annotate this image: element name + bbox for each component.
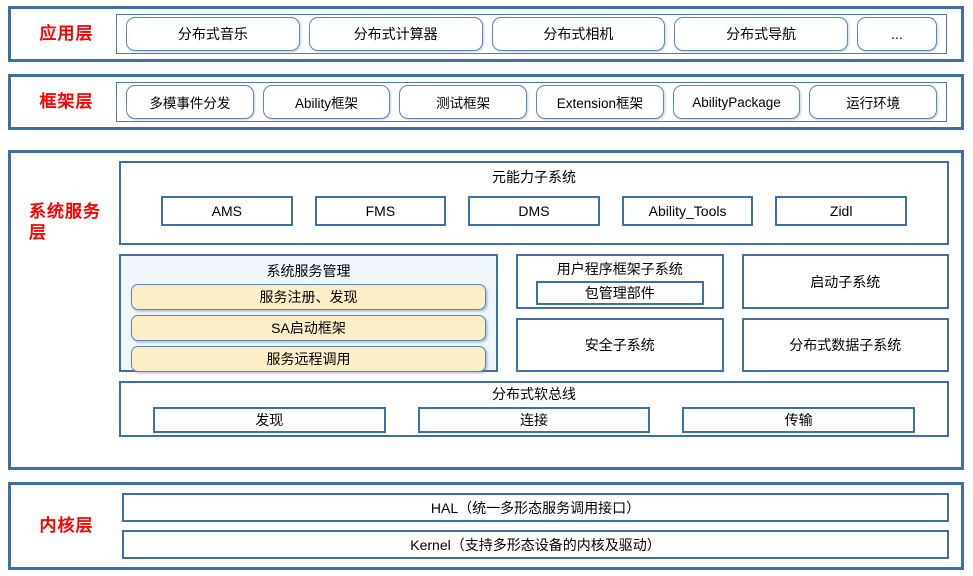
framework-item-label: Extension框架	[556, 96, 643, 111]
security-subsystem-box[interactable]: 安全子系统	[516, 318, 724, 372]
meta-ability-items-container: AMS FMS DMS Ability_Tools Zidl	[121, 186, 947, 226]
soft-bus-item-connection[interactable]: 连接	[417, 406, 651, 433]
layer-label-system-service: 系统服务层	[29, 202, 101, 243]
distributed-soft-bus-title: 分布式软总线	[492, 386, 576, 402]
system-service-mgmt-item-remote-invocation[interactable]: 服务远程调用	[131, 346, 486, 372]
meta-ability-item-fms[interactable]: FMS	[314, 195, 447, 226]
framework-item-label: Ability框架	[295, 96, 359, 111]
package-management-component-label: 包管理部件	[584, 285, 655, 301]
soft-bus-item-label: 连接	[520, 411, 548, 428]
meta-ability-item-ability-tools[interactable]: Ability_Tools	[621, 195, 754, 226]
system-service-mgmt-item-label: 服务注册、发现	[259, 289, 358, 305]
soft-bus-item-discovery[interactable]: 发现	[153, 406, 386, 433]
app-item-label: 分布式计算器	[353, 26, 438, 42]
framework-item-label: AbilityPackage	[692, 94, 781, 110]
meta-ability-item-zidl[interactable]: Zidl	[775, 195, 907, 226]
framework-items-container: 多模事件分发 Ability框架 测试框架 Extension框架 Abilit…	[116, 82, 947, 122]
system-service-mgmt-column: 系统服务管理 服务注册、发现 SA启动框架 服务远程调用	[119, 254, 498, 372]
system-service-mgmt-item-label: 服务远程调用	[266, 351, 351, 367]
startup-subsystem-box[interactable]: 启动子系统	[741, 254, 949, 309]
app-item-distributed-music[interactable]: 分布式音乐	[126, 17, 300, 51]
framework-item-label: 多模事件分发	[149, 96, 231, 111]
framework-item-label: 运行环境	[846, 96, 901, 111]
startup-subsystem-label: 启动子系统	[810, 273, 881, 290]
package-management-component-box[interactable]: 包管理部件	[536, 281, 704, 305]
distributed-data-subsystem-label: 分布式数据子系统	[789, 337, 902, 353]
system-service-mgmt-item-registry-discovery[interactable]: 服务注册、发现	[131, 284, 486, 310]
kernel-item-label: Kernel（支持多形态设备的内核及驱动）	[410, 536, 661, 553]
meta-ability-item-ams[interactable]: AMS	[161, 195, 293, 226]
app-item-distributed-calculator[interactable]: 分布式计算器	[308, 17, 483, 51]
distributed-soft-bus-items-container: 发现 连接 传输	[121, 403, 947, 433]
app-item-distributed-navigation[interactable]: 分布式导航	[674, 17, 848, 51]
distributed-data-subsystem-box[interactable]: 分布式数据子系统	[741, 318, 949, 372]
user-app-framework-subsystem-title: 用户程序框架子系统	[556, 261, 683, 277]
meta-ability-subsystem-title: 元能力子系统	[492, 169, 576, 185]
meta-ability-item-label: Zidl	[829, 202, 853, 219]
application-items-container: 分布式音乐 分布式计算器 分布式相机 分布式导航 ...	[116, 14, 947, 54]
framework-item-ability-framework[interactable]: Ability框架	[262, 85, 391, 119]
user-app-framework-subsystem-panel: 用户程序框架子系统 包管理部件	[516, 254, 724, 309]
framework-item-multimodal-event-dispatch[interactable]: 多模事件分发	[126, 85, 254, 119]
app-item-label: 分布式导航	[726, 26, 797, 42]
system-service-mgmt-title: 系统服务管理	[266, 263, 351, 279]
meta-ability-item-label: AMS	[211, 202, 242, 219]
kernel-item-hal[interactable]: HAL（统一多形态服务调用接口）	[122, 493, 949, 522]
layer-system-service: 系统服务层 元能力子系统 AMS FMS DMS Ability_Tools Z…	[8, 150, 964, 470]
framework-item-runtime-environment[interactable]: 运行环境	[809, 85, 938, 119]
app-item-label: 分布式相机	[543, 26, 614, 42]
layer-framework: 框架层 多模事件分发 Ability框架 测试框架 Extension框架 Ab…	[8, 74, 964, 130]
soft-bus-item-label: 发现	[255, 411, 284, 428]
meta-ability-item-label: FMS	[365, 202, 396, 219]
startup-and-data-column: 启动子系统 分布式数据子系统	[741, 254, 949, 372]
soft-bus-item-transmission[interactable]: 传输	[682, 406, 916, 433]
app-item-distributed-camera[interactable]: 分布式相机	[491, 17, 666, 51]
layer-label-framework: 框架层	[39, 92, 94, 112]
system-service-mgmt-item-label: SA启动框架	[271, 320, 346, 336]
app-item-more[interactable]: ...	[857, 17, 937, 51]
meta-ability-item-label: Ability_Tools	[648, 202, 727, 219]
layer-label-application: 应用层	[39, 24, 94, 44]
app-item-label: ...	[891, 26, 903, 42]
framework-item-extension-framework[interactable]: Extension框架	[536, 85, 664, 119]
framework-item-test-framework[interactable]: 测试框架	[399, 85, 528, 119]
kernel-item-label: HAL（统一多形态服务调用接口）	[430, 499, 641, 516]
meta-ability-subsystem-panel: 元能力子系统 AMS FMS DMS Ability_Tools Zidl	[119, 161, 949, 245]
soft-bus-item-label: 传输	[784, 411, 813, 428]
meta-ability-item-label: DMS	[518, 202, 550, 219]
security-subsystem-label: 安全子系统	[584, 337, 655, 353]
layer-kernel: 内核层 HAL（统一多形态服务调用接口） Kernel（支持多形态设备的内核及驱…	[8, 482, 964, 570]
meta-ability-item-dms[interactable]: DMS	[468, 195, 600, 226]
system-service-mgmt-panel: 系统服务管理 服务注册、发现 SA启动框架 服务远程调用	[119, 254, 498, 372]
kernel-item-kernel[interactable]: Kernel（支持多形态设备的内核及驱动）	[122, 530, 949, 559]
layer-label-kernel: 内核层	[39, 516, 94, 536]
layer-application: 应用层 分布式音乐 分布式计算器 分布式相机 分布式导航 ...	[8, 6, 964, 62]
framework-item-label: 测试框架	[436, 96, 491, 111]
system-service-mgmt-item-sa-startup-framework[interactable]: SA启动框架	[131, 315, 486, 341]
system-service-middle-band: 系统服务管理 服务注册、发现 SA启动框架 服务远程调用 用户程序框架子系统	[119, 254, 949, 372]
distributed-soft-bus-panel: 分布式软总线 发现 连接 传输	[119, 381, 949, 437]
app-item-label: 分布式音乐	[177, 26, 248, 42]
user-app-framework-column: 用户程序框架子系统 包管理部件 安全子系统	[516, 254, 724, 372]
framework-item-ability-package[interactable]: AbilityPackage	[672, 85, 801, 119]
